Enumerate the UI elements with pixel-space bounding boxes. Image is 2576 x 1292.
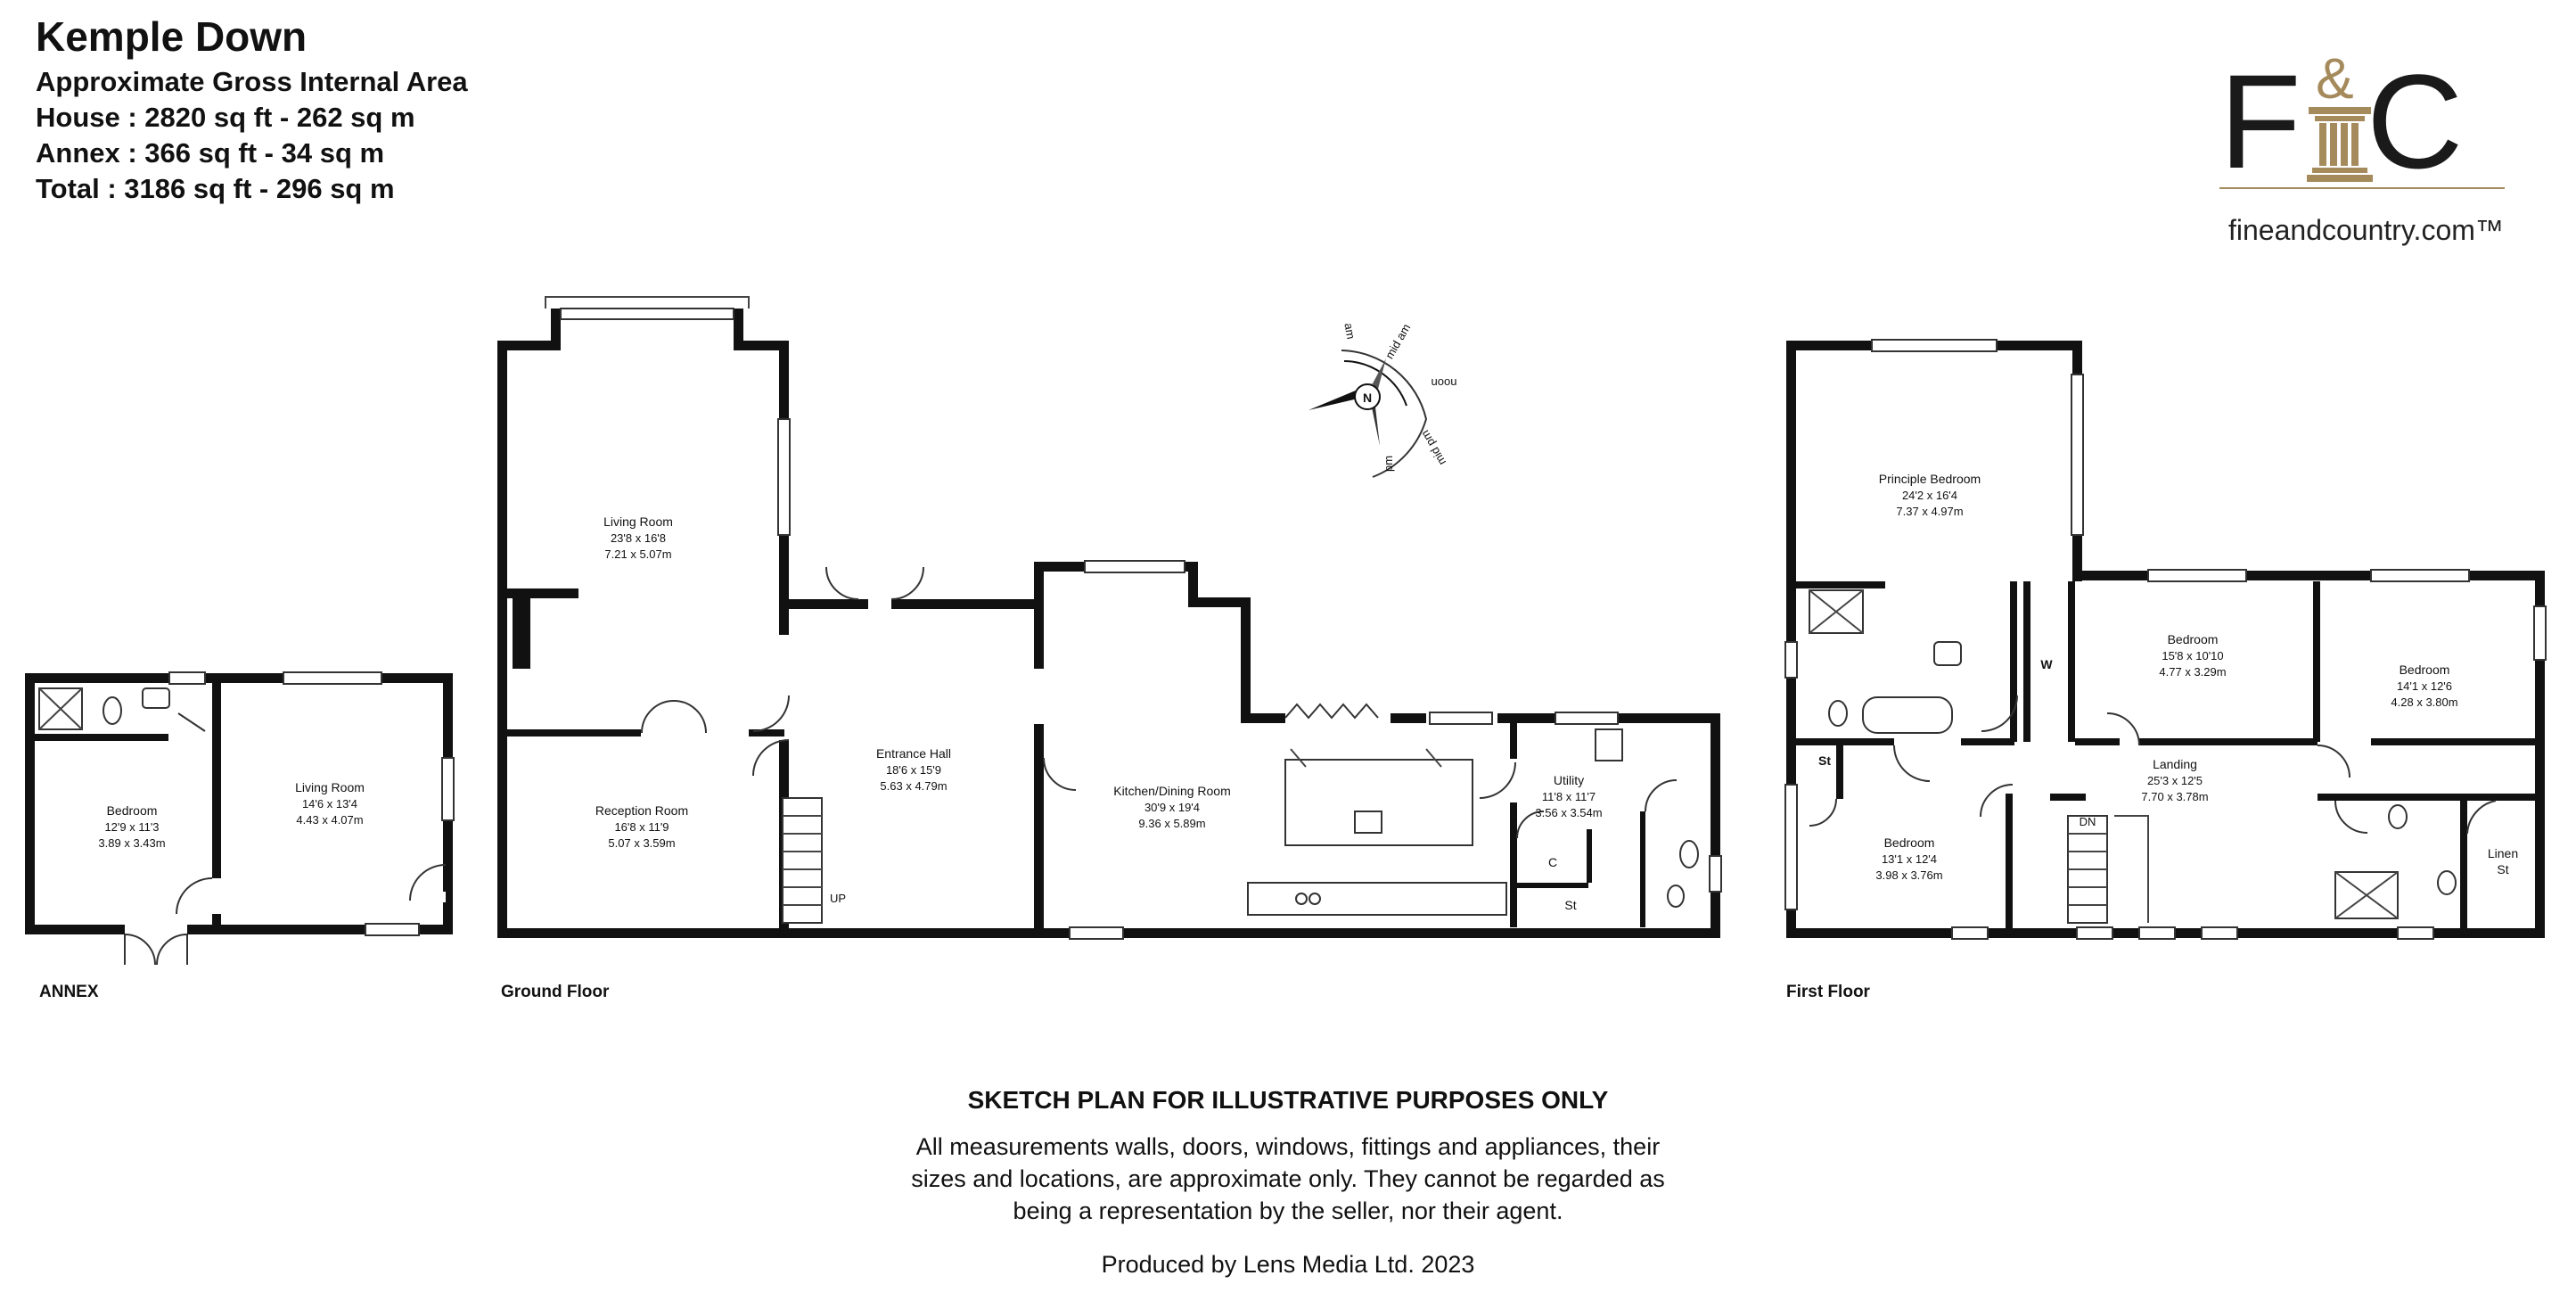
- reception-room-metric: 5.07 x 3.59m: [608, 836, 675, 850]
- compass-label-am: am: [1341, 322, 1358, 340]
- logo-website: fineandcountry.com™: [2228, 214, 2504, 246]
- compass-label-mid-pm: mid pm: [1418, 428, 1448, 467]
- annex-living-imperial: 14'6 x 13'4: [302, 797, 357, 811]
- compass-label-noon: noon: [1432, 376, 1457, 390]
- bedroom-4-imperial: 13'1 x 12'4: [1882, 852, 1937, 866]
- entrance-hall-name: Entrance Hall: [876, 746, 951, 761]
- principle-bedroom-name: Principle Bedroom: [1879, 472, 1981, 486]
- bedroom-3-imperial: 14'1 x 12'6: [2397, 679, 2452, 693]
- reception-room-imperial: 16'8 x 11'9: [614, 820, 669, 834]
- annex-plan: [25, 671, 455, 966]
- logo-column-icon: [2307, 107, 2373, 182]
- bedroom-2-metric: 4.77 x 3.29m: [2159, 665, 2226, 679]
- property-title: Kemple Down: [36, 13, 308, 60]
- kitchen-dining-imperial: 30'9 x 19'4: [1144, 801, 1200, 814]
- annex-floor-label: ANNEX: [39, 983, 99, 1001]
- first-floor-plan: [1784, 339, 2547, 940]
- compass-north-label: N: [1363, 391, 1372, 405]
- entrance-hall-metric: 5.63 x 4.79m: [880, 779, 947, 793]
- kitchen-dining-metric: 9.36 x 5.89m: [1138, 817, 1205, 830]
- area-heading: Approximate Gross Internal Area: [36, 66, 468, 97]
- reception-room-name: Reception Room: [595, 803, 688, 818]
- entrance-hall-imperial: 18'6 x 15'9: [886, 763, 941, 777]
- ground-floor-label: Ground Floor: [501, 983, 610, 1001]
- wardrobe-label: W: [2040, 657, 2053, 671]
- annex-area: Annex : 366 sq ft - 34 sq m: [36, 137, 385, 169]
- annex-living-metric: 4.43 x 4.07m: [296, 813, 363, 827]
- compass-label-mid-am: mid am: [1382, 322, 1413, 361]
- principle-bedroom-metric: 7.37 x 4.97m: [1896, 505, 1963, 518]
- first-stair-label: DN: [2080, 815, 2096, 828]
- utility-cupboard-label: C: [1548, 855, 1557, 869]
- disclaimer-line-2: sizes and locations, are approximate onl…: [911, 1165, 1665, 1192]
- logo-ampersand: &: [2316, 53, 2354, 111]
- fine-and-country-logo: F C &: [2219, 46, 2514, 259]
- living-room-imperial: 23'8 x 16'8: [611, 531, 666, 545]
- living-room-name: Living Room: [603, 514, 673, 529]
- bedroom-4-name: Bedroom: [1884, 835, 1935, 850]
- landing-metric: 7.70 x 3.78m: [2141, 790, 2208, 803]
- annex-bedroom-name: Bedroom: [107, 803, 158, 818]
- first-floor-label: First Floor: [1786, 983, 1870, 1001]
- annex-bedroom-metric: 3.89 x 3.43m: [98, 836, 165, 850]
- landing-imperial: 25'3 x 12'5: [2147, 774, 2203, 787]
- disclaimer-body: All measurements walls, doors, windows, …: [0, 1131, 2576, 1227]
- utility-name: Utility: [1554, 773, 1584, 787]
- annex-living-name: Living Room: [295, 780, 365, 794]
- utility-metric: 3.56 x 3.54m: [1535, 806, 1602, 819]
- linen-store-label-2: St: [2497, 862, 2508, 876]
- linen-store-label-1: Linen: [2488, 846, 2518, 860]
- logo-letter-f: F: [2219, 53, 2301, 196]
- utility-store-label: St: [1564, 898, 1576, 912]
- bedroom-2-name: Bedroom: [2168, 632, 2219, 646]
- bedroom-4-store-label: St: [1818, 753, 1831, 768]
- logo-letter-c: C: [2367, 53, 2463, 196]
- house-area: House : 2820 sq ft - 262 sq m: [36, 102, 415, 133]
- principle-bedroom-imperial: 24'2 x 16'4: [1902, 489, 1957, 502]
- disclaimer-line-3: being a representation by the seller, no…: [1013, 1197, 1563, 1224]
- compass-icon: [1309, 350, 1428, 478]
- disclaimer-title: SKETCH PLAN FOR ILLUSTRATIVE PURPOSES ON…: [967, 1086, 1609, 1114]
- bedroom-2-imperial: 15'8 x 10'10: [2162, 649, 2223, 662]
- disclaimer-line-1: All measurements walls, doors, windows, …: [915, 1133, 1661, 1160]
- bedroom-4-metric: 3.98 x 3.76m: [1875, 868, 1942, 882]
- annex-bedroom-imperial: 12'9 x 11'3: [104, 820, 159, 834]
- total-area: Total : 3186 sq ft - 296 sq m: [36, 173, 395, 204]
- bedroom-3-name: Bedroom: [2400, 662, 2450, 677]
- utility-imperial: 11'8 x 11'7: [1542, 790, 1596, 803]
- ground-stair-label: UP: [830, 892, 846, 905]
- bedroom-3-metric: 4.28 x 3.80m: [2391, 695, 2457, 709]
- landing-name: Landing: [2153, 757, 2197, 771]
- living-room-metric: 7.21 x 5.07m: [604, 547, 671, 561]
- produced-by: Produced by Lens Media Ltd. 2023: [1101, 1251, 1475, 1278]
- kitchen-dining-name: Kitchen/Dining Room: [1113, 784, 1231, 798]
- compass-label-pm: pm: [1382, 456, 1395, 472]
- ground-floor-plan: [497, 296, 1722, 940]
